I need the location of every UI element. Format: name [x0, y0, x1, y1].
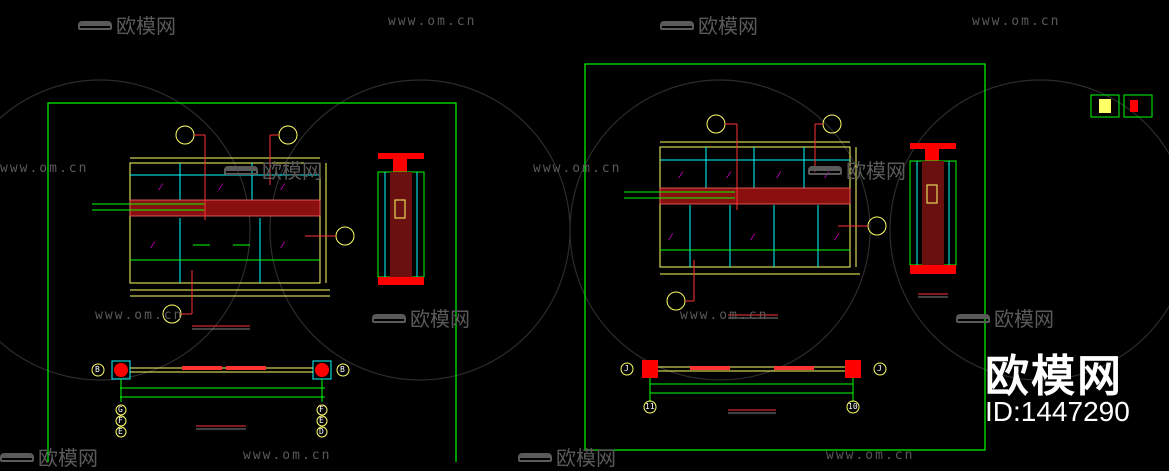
watermark-url-4: www.om.cn [533, 161, 622, 176]
svg-text:⁄: ⁄ [668, 233, 674, 243]
left-plan-tag-4: E [118, 427, 123, 436]
watermark-url-8: www.om.cn [826, 448, 915, 463]
svg-text:⁄: ⁄ [776, 171, 782, 181]
watermark-logo-7: 欧模网 [0, 442, 98, 471]
watermark-arcs [0, 79, 1169, 381]
right-plan [620, 360, 887, 414]
svg-text:⁄: ⁄ [726, 171, 732, 181]
sofa-icon [808, 163, 842, 177]
sofa-icon [224, 163, 258, 177]
svg-text:⁄: ⁄ [834, 233, 840, 243]
watermark-logo-1: 欧模网 [78, 10, 176, 39]
svg-text:⁄: ⁄ [678, 171, 684, 181]
svg-text:⁄: ⁄ [150, 241, 156, 251]
watermark-logo-5: 欧模网 [372, 303, 470, 332]
left-plan-tag-7: E [319, 416, 324, 425]
watermark-logo-3: 欧模网 [224, 155, 322, 184]
svg-text:⁄: ⁄ [280, 183, 286, 193]
svg-text:⁄: ⁄ [158, 183, 164, 193]
left-plan-tag-3: F [118, 416, 123, 425]
watermark-logo-2: 欧模网 [660, 10, 758, 39]
right-drawing: ⁄ ⁄ ⁄ ⁄ ⁄ ⁄ ⁄ [584, 63, 986, 451]
sofa-icon [0, 450, 34, 464]
watermark-url-7: www.om.cn [243, 448, 332, 463]
right-plan-tag-3: J [877, 364, 882, 373]
sofa-icon [518, 450, 552, 464]
brand-logo-text: 欧模网 [985, 351, 1123, 402]
right-plan-tag-4: 10 [848, 402, 858, 411]
right-frame [584, 63, 986, 451]
right-section [909, 143, 957, 298]
watermark-logo-8: 欧模网 [518, 442, 616, 471]
layout-thumbnails [1090, 94, 1153, 118]
watermark-logo-6: 欧模网 [956, 303, 1054, 332]
right-plan-tag-1: J [624, 364, 629, 373]
watermark-url-3: www.om.cn [0, 161, 89, 176]
svg-text:⁄: ⁄ [218, 183, 224, 193]
left-plan [91, 360, 350, 438]
brand-id-label: ID:1447290 [985, 396, 1130, 427]
left-section [377, 153, 425, 285]
sofa-icon [372, 311, 406, 325]
left-plan-tag-1: B [95, 365, 100, 374]
left-plan-tag-2: G [118, 405, 123, 414]
sofa-icon [78, 18, 112, 32]
left-drawing: ⁄ ⁄ ⁄ ⁄ ⁄ [47, 102, 457, 462]
watermark-url-2: www.om.cn [972, 14, 1061, 29]
sofa-icon [956, 311, 990, 325]
watermark-url-1: www.om.cn [388, 14, 477, 29]
svg-text:⁄: ⁄ [824, 171, 830, 181]
left-elevation: ⁄ ⁄ ⁄ ⁄ ⁄ [92, 125, 355, 330]
svg-text:⁄: ⁄ [750, 233, 756, 243]
sofa-icon [660, 18, 694, 32]
watermark-logo-4: 欧模网 [808, 155, 906, 184]
watermark-url-5: www.om.cn [95, 308, 184, 323]
left-frame [47, 102, 457, 462]
right-plan-tag-2: 11 [645, 402, 655, 411]
left-plan-tag-6: F [319, 405, 324, 414]
right-elevation: ⁄ ⁄ ⁄ ⁄ ⁄ ⁄ ⁄ [624, 114, 887, 319]
left-plan-tag-8: D [319, 427, 324, 436]
left-plan-tag-5: B [340, 365, 345, 374]
svg-text:⁄: ⁄ [280, 241, 286, 251]
watermark-url-6: www.om.cn [680, 308, 769, 323]
